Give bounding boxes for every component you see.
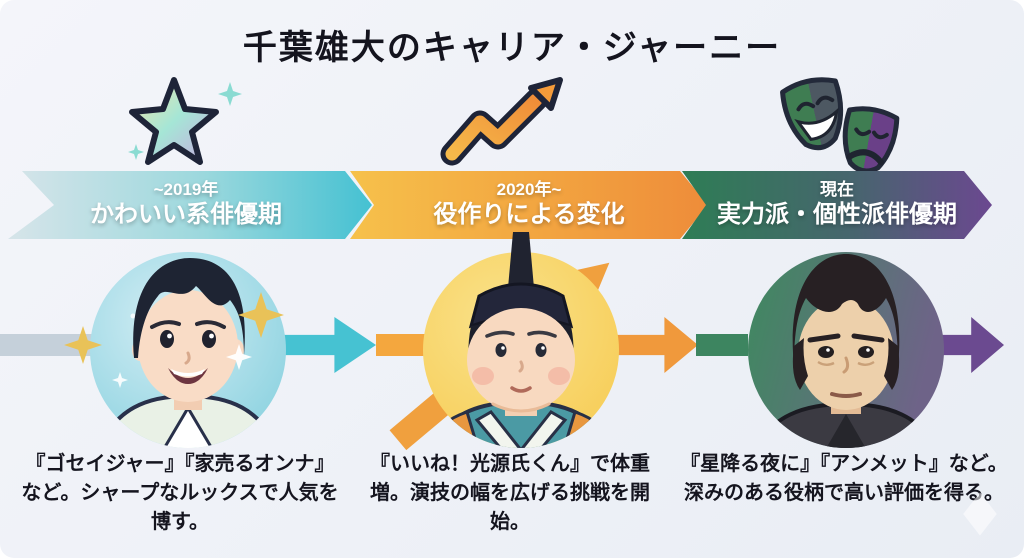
phase-label: 役作りによる変化 (433, 201, 625, 229)
gold-sparkle-icon (238, 292, 284, 338)
phase-description-2: 『いいね！光源氏くん』で体重増。演技の幅を広げる挑戦を開始。 (370, 453, 650, 533)
white-sparkle-icon (112, 372, 128, 388)
phase-banner-1: ~2019年 かわいい系俳優期 (8, 171, 372, 239)
phase-label: かわいい系俳優期 (90, 201, 282, 229)
trending-up-icon (440, 77, 563, 166)
phase-banner-3: 現在 実力派・個性派俳優期 (682, 171, 992, 239)
comedy-mask (780, 77, 844, 151)
star-icon (128, 77, 242, 165)
gold-sparkle-icon (64, 326, 102, 364)
phase-banner-2: 2020年~ 役作りによる変化 (350, 171, 708, 239)
phase-label: 実力派・個性派俳優期 (717, 201, 957, 229)
phase-period: 現在 (820, 179, 854, 199)
portrait-transformation-era-illustration (423, 232, 619, 448)
page-title: 千葉雄大のキャリア・ジャーニー (242, 29, 782, 67)
timeline-bar-phase2-in (376, 334, 426, 356)
portrait-current-era-illustration (748, 252, 944, 448)
white-diamond-decoration (963, 492, 997, 536)
portrait-cute-era-illustration (90, 252, 286, 448)
phase-description-3: 『星降る夜に』『アンメット』など。深みのある役柄で高い評価を得る。 (680, 453, 1008, 504)
phase-description-1: 『ゴセイジャー』『家売るオンナ』など。シャープなルックスで人気を博す。 (21, 453, 339, 533)
timeline-start-bar (0, 334, 96, 356)
phase-period: 2020年~ (496, 179, 562, 199)
phase-period: ~2019年 (153, 179, 219, 199)
theater-masks-icon (780, 77, 900, 172)
timeline-bar-phase3-in (696, 334, 748, 356)
white-sparkle-icon (226, 344, 252, 370)
tragedy-mask (842, 106, 900, 172)
